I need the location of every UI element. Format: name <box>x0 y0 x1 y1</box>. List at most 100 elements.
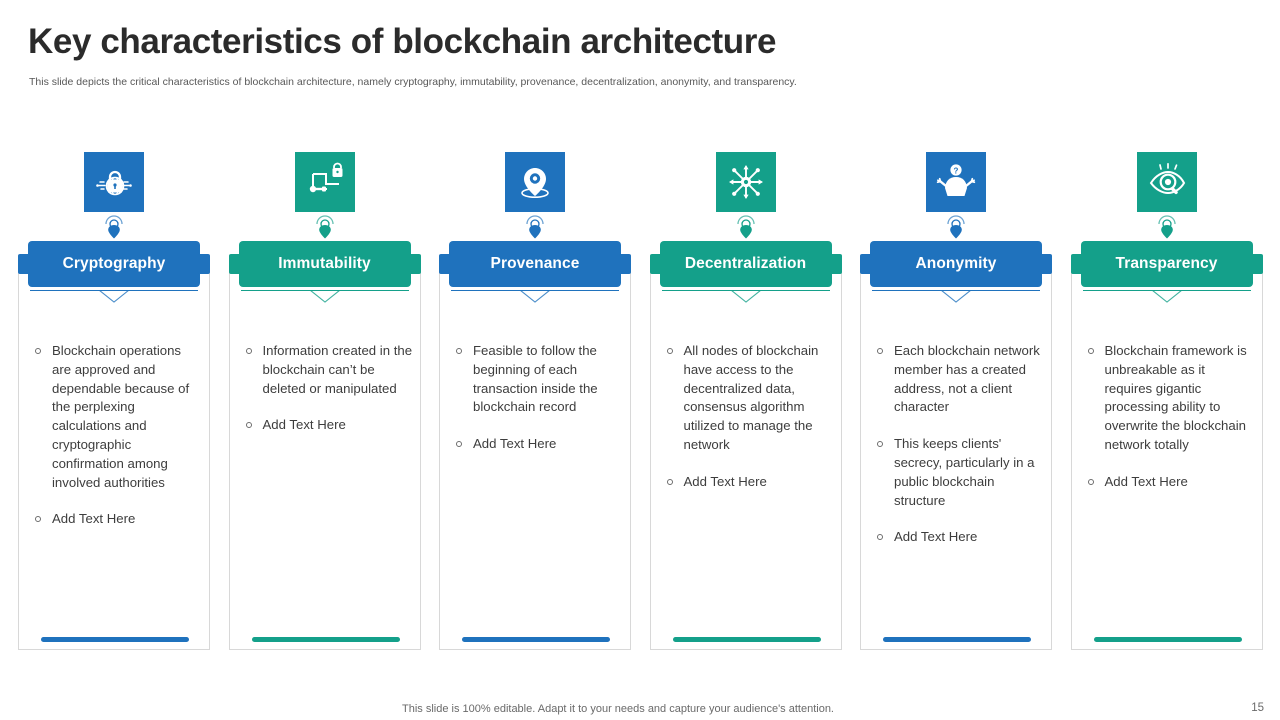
add-text-placeholder[interactable]: Add Text Here <box>876 528 1044 547</box>
ribbon-tab-right <box>1250 254 1263 274</box>
bullet-marker-icon <box>35 348 41 354</box>
bullet-text: Blockchain operations are approved and d… <box>52 343 190 490</box>
card-bottom-accent-bar <box>672 637 821 642</box>
ribbon-tab-left <box>439 254 451 274</box>
bullet-text: Add Text Here <box>52 511 136 527</box>
ribbon-underline <box>661 290 830 291</box>
card-bottom-accent-bar <box>883 637 1031 642</box>
characteristic-card <box>649 258 842 650</box>
add-text-placeholder[interactable]: Add Text Here <box>34 510 202 529</box>
characteristic-ribbon-header[interactable]: Cryptography <box>18 241 210 287</box>
bullet-text: Add Text Here <box>894 529 978 545</box>
svg-text:?: ? <box>954 166 959 175</box>
characteristic-ribbon-header[interactable]: Transparency <box>1070 241 1263 287</box>
ribbon-tab-right <box>1040 254 1052 274</box>
bullet-text: Add Text Here <box>1104 473 1188 489</box>
characteristic-title: Decentralization <box>684 255 807 272</box>
bullet-marker-icon <box>877 348 883 354</box>
chevron-down-icon <box>1151 289 1182 303</box>
characteristic-column-immutability: Immutability Information created in the … <box>228 140 421 660</box>
bullet-marker-icon <box>877 534 883 541</box>
add-text-placeholder[interactable]: Add Text Here <box>1087 473 1255 492</box>
chevron-down-icon <box>519 289 551 303</box>
add-text-placeholder[interactable]: Add Text Here <box>455 435 623 454</box>
bullet-text: Blockchain framework is unbreakable as i… <box>1104 343 1247 452</box>
bullet-text: Each blockchain network member has a cre… <box>894 343 1040 415</box>
bullet-list: Blockchain operations are approved and d… <box>34 342 202 547</box>
bullet-marker-icon <box>245 422 252 429</box>
characteristic-card <box>1070 258 1263 650</box>
bullet-item[interactable]: Each blockchain network member has a cre… <box>876 342 1044 417</box>
characteristic-card <box>18 258 210 650</box>
characteristic-ribbon-header[interactable]: Decentralization <box>649 241 842 287</box>
bullet-item[interactable]: All nodes of blockchain have access to t… <box>666 342 834 455</box>
ribbon-underline <box>1082 290 1251 291</box>
ribbon-tab-right <box>408 254 421 274</box>
ribbon-tab-left <box>649 254 662 274</box>
bullet-marker-icon <box>456 348 462 354</box>
card-bottom-accent-bar <box>1093 637 1242 642</box>
page-subtitle: This slide depicts the critical characte… <box>29 76 797 88</box>
page-title: Key characteristics of blockchain archit… <box>28 22 777 61</box>
characteristic-title: Provenance <box>490 255 580 272</box>
characteristic-card <box>860 258 1052 650</box>
bullet-marker-icon <box>456 441 462 448</box>
characteristic-ribbon-header[interactable]: Provenance <box>439 241 631 287</box>
location-pin-icon <box>1156 214 1178 240</box>
characteristic-ribbon-header[interactable]: Immutability <box>228 241 421 287</box>
ribbon-tab-right <box>198 254 210 274</box>
characteristic-title: Transparency <box>1115 255 1218 272</box>
bullet-text: This keeps clients' secrecy, particularl… <box>894 436 1035 508</box>
characteristic-column-anonymity: ? Anonymity Each blockchain network memb… <box>860 140 1052 660</box>
columns-container: Cryptography Blockchain operations are a… <box>18 140 1263 660</box>
ribbon-tab-left <box>1070 254 1083 274</box>
bullet-list: Blockchain framework is unbreakable as i… <box>1087 342 1255 510</box>
bullet-marker-icon <box>35 516 41 523</box>
location-pin-icon <box>314 214 336 240</box>
ribbon-underline <box>240 290 409 291</box>
location-pin-icon <box>103 214 125 240</box>
characteristic-title: Anonymity <box>915 255 997 272</box>
chevron-down-icon <box>730 289 761 303</box>
characteristic-title: Cryptography <box>62 255 166 272</box>
add-text-placeholder[interactable]: Add Text Here <box>245 416 413 435</box>
bullet-list: Each blockchain network member has a cre… <box>876 342 1044 565</box>
characteristic-column-cryptography: Cryptography Blockchain operations are a… <box>18 140 210 660</box>
add-text-placeholder[interactable]: Add Text Here <box>666 473 834 492</box>
bullet-marker-icon <box>666 348 673 354</box>
chevron-down-icon <box>940 289 972 303</box>
ribbon-tab-left <box>228 254 241 274</box>
bullet-list: Information created in the blockchain ca… <box>245 342 413 453</box>
characteristic-ribbon-header[interactable]: Anonymity <box>860 241 1052 287</box>
card-bottom-accent-bar <box>251 637 400 642</box>
bullet-item[interactable]: Blockchain framework is unbreakable as i… <box>1087 342 1255 455</box>
characteristic-card <box>439 258 631 650</box>
bullet-text: Information created in the blockchain ca… <box>262 343 413 396</box>
footer-note: This slide is 100% editable. Adapt it to… <box>402 703 834 715</box>
bullet-item[interactable]: Information created in the blockchain ca… <box>245 342 413 398</box>
chain-lock-icon <box>294 152 355 212</box>
bullet-text: All nodes of blockchain have access to t… <box>683 343 819 452</box>
location-pin-icon <box>945 214 967 240</box>
bullet-item[interactable]: This keeps clients' secrecy, particularl… <box>876 435 1044 510</box>
location-pin-icon <box>524 214 546 240</box>
bullet-text: Add Text Here <box>683 473 767 489</box>
ribbon-underline <box>872 290 1040 291</box>
bullet-item[interactable]: Blockchain operations are approved and d… <box>34 342 202 492</box>
bullet-list: All nodes of blockchain have access to t… <box>666 342 834 510</box>
bullet-text: Add Text Here <box>262 417 346 433</box>
card-bottom-accent-bar <box>41 637 189 642</box>
map-marker-icon <box>505 152 565 212</box>
bullet-marker-icon <box>877 441 883 448</box>
ribbon-underline <box>30 290 198 291</box>
bullet-item[interactable]: Feasible to follow the beginning of each… <box>455 342 623 417</box>
ribbon-tab-right <box>829 254 842 274</box>
bullet-marker-icon <box>1087 478 1094 485</box>
globe-lock-icon <box>84 152 144 212</box>
location-pin-icon <box>735 214 757 240</box>
page-number: 15 <box>1251 702 1264 714</box>
ribbon-tab-left <box>860 254 872 274</box>
characteristic-column-provenance: Provenance Feasible to follow the beginn… <box>439 140 631 660</box>
characteristic-column-decentralization: Decentralization All nodes of blockchain… <box>649 140 842 660</box>
